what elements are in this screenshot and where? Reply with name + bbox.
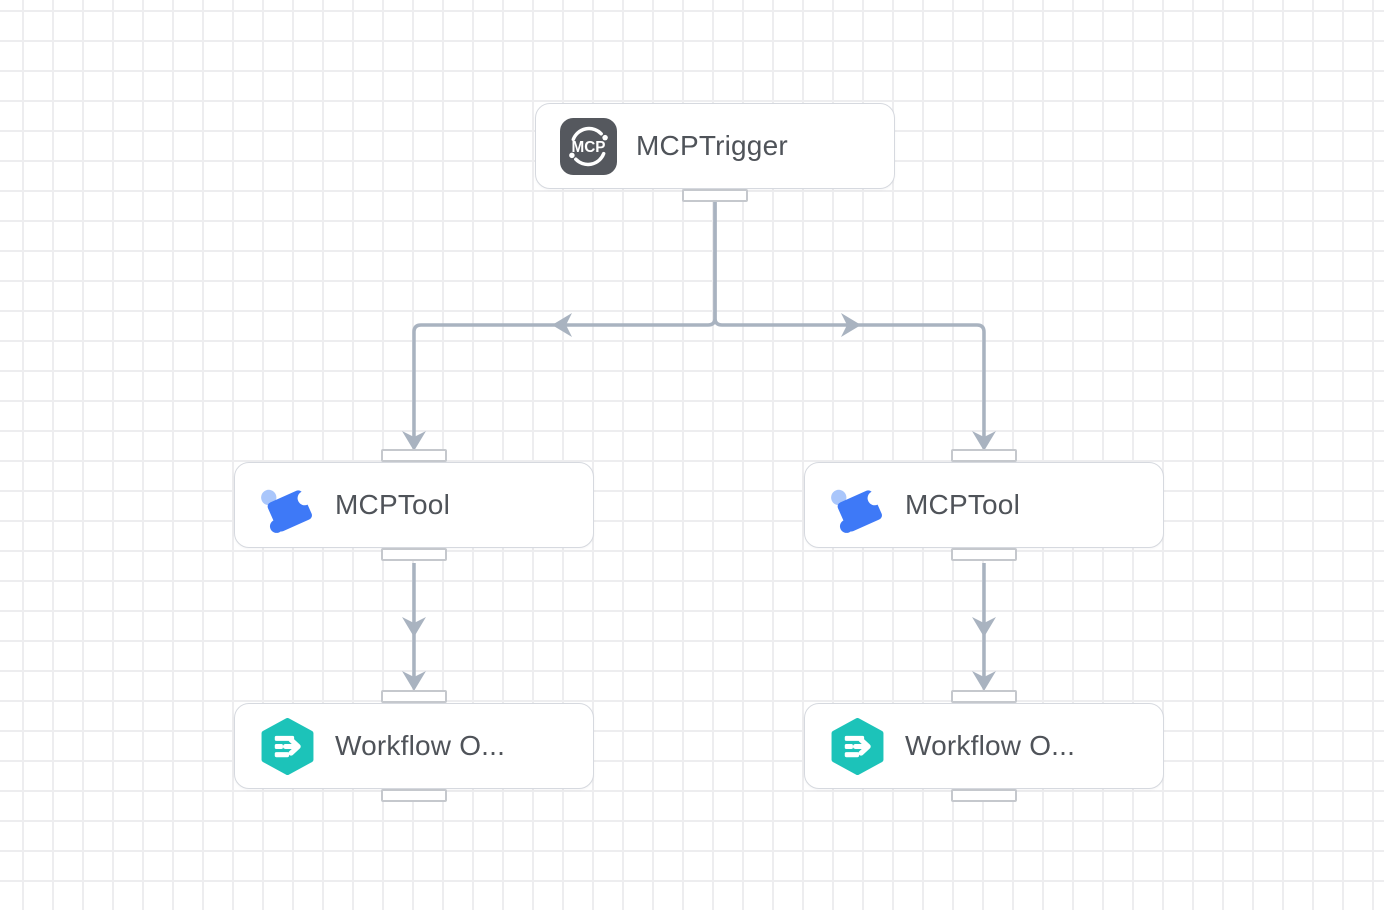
workflow-right-source-handle[interactable] [951, 789, 1017, 802]
arrowhead-end-workflow-right-icon [972, 671, 996, 691]
node-label: MCPTrigger [636, 130, 788, 161]
node-workflow-left[interactable]: Workflow O... [234, 690, 594, 802]
puzzle-icon [259, 477, 316, 534]
arrowhead-mid-left-icon [552, 313, 572, 337]
mcptool-left-target-handle[interactable] [381, 449, 447, 462]
mcptrigger-source-handle[interactable] [682, 189, 748, 202]
arrowhead-end-tool-left-icon [402, 431, 426, 451]
arrowhead-mid-down-right-icon [972, 617, 996, 637]
node-mcptool-right[interactable]: MCPTool [804, 449, 1164, 561]
workflow-right-target-handle[interactable] [951, 690, 1017, 703]
arrowhead-mid-down-left-icon [402, 617, 426, 637]
puzzle-icon [829, 477, 886, 534]
mcp-icon-text: MCP [572, 139, 606, 156]
node-mcptool-left[interactable]: MCPTool [234, 449, 594, 561]
workflow-left-source-handle[interactable] [381, 789, 447, 802]
node-label: MCPTool [905, 489, 1020, 520]
workflow-left-target-handle[interactable] [381, 690, 447, 703]
mcp-icon: MCP [560, 117, 617, 175]
workflow-icon [259, 717, 316, 775]
arrowhead-end-workflow-left-icon [402, 671, 426, 691]
node-label: Workflow O... [335, 730, 506, 761]
node-label: Workflow O... [905, 730, 1076, 761]
mcptool-right-source-handle[interactable] [951, 548, 1017, 561]
node-workflow-right[interactable]: Workflow O... [804, 690, 1164, 802]
mcptool-right-target-handle[interactable] [951, 449, 1017, 462]
node-label: MCPTool [335, 489, 450, 520]
workflow-icon [829, 717, 886, 775]
arrowhead-end-tool-right-icon [972, 431, 996, 451]
node-mcptrigger[interactable]: MCP MCPTrigger [535, 103, 895, 202]
arrowhead-mid-right-icon [841, 313, 861, 337]
mcptool-left-source-handle[interactable] [381, 548, 447, 561]
